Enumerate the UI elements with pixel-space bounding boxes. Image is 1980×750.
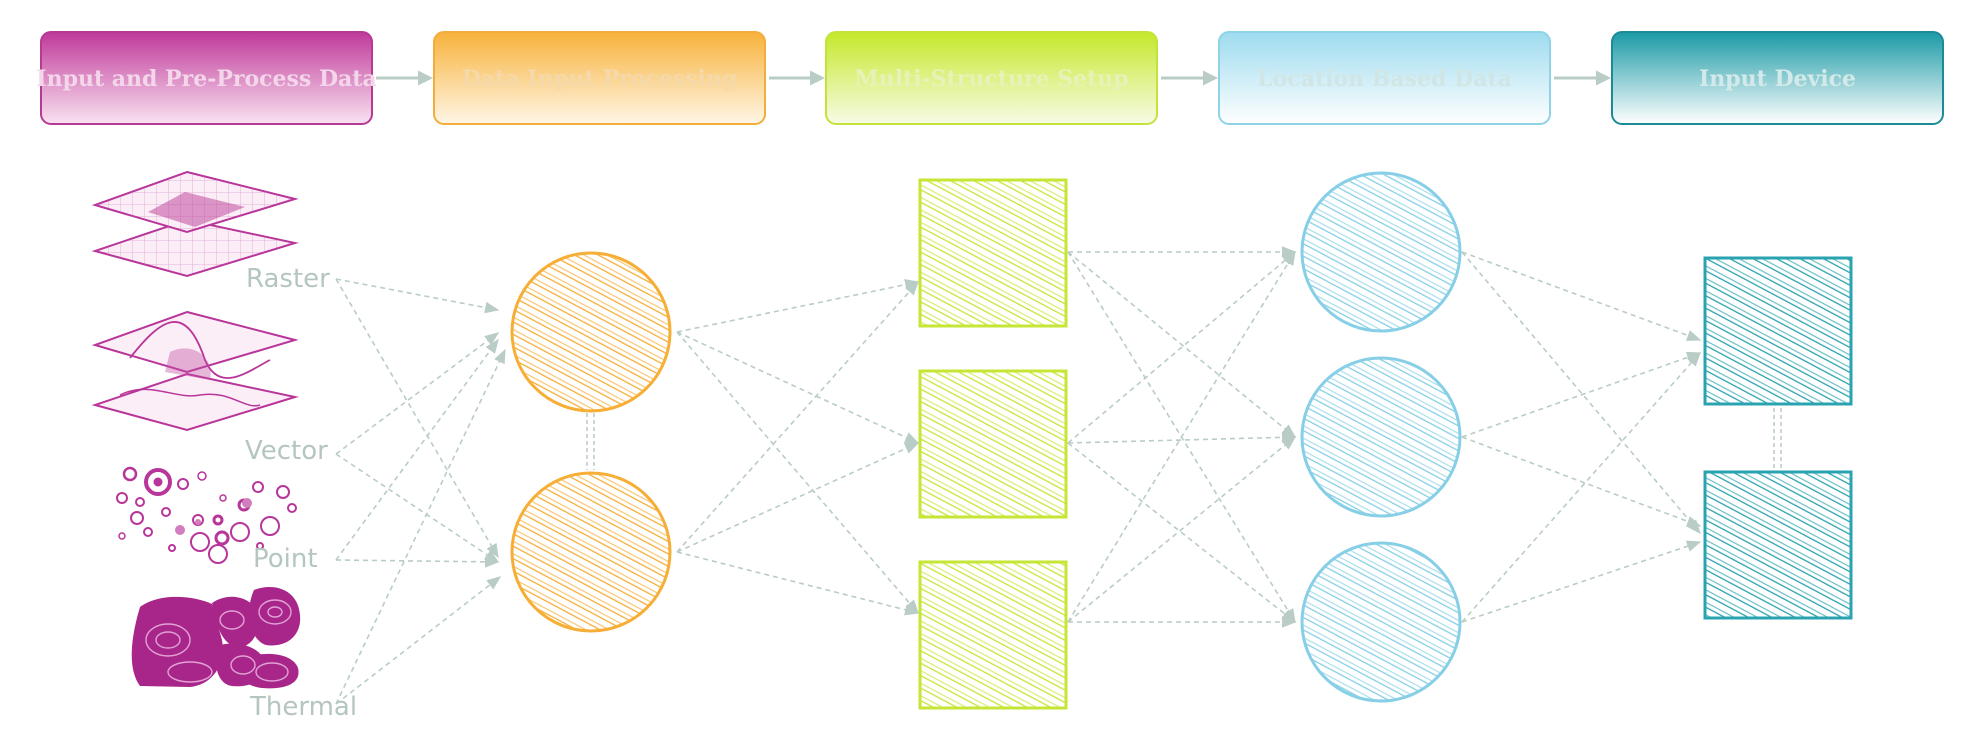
connector-arrow [676, 551, 920, 616]
input-device-node [1703, 470, 1853, 620]
location-node [1300, 541, 1462, 703]
connector-arrow [335, 332, 500, 455]
connector-arrow [1461, 436, 1702, 527]
connector-arrow [1461, 351, 1702, 438]
data-type-label-point: Point [253, 544, 318, 574]
stage-title: Input Device [1699, 66, 1856, 92]
stage-header-5: Input Device [1611, 31, 1944, 125]
connector-arrow [1067, 250, 1296, 623]
processing-node [510, 251, 672, 413]
stage-header-2: Data Input Processing [433, 31, 766, 125]
connector-arrow [676, 280, 919, 553]
stage-header-row: Input and Pre-Process Data Data Input Pro… [36, 31, 1944, 125]
connector-arrow [1461, 251, 1701, 535]
connector-arrow [1067, 436, 1297, 623]
data-type-label-raster: Raster [246, 264, 330, 294]
point-cloud-icon [116, 466, 297, 564]
input-device-node [1703, 256, 1853, 406]
stage-title: Location Based Data [1257, 66, 1512, 92]
processing-node [510, 471, 672, 633]
connector-arrow [676, 278, 920, 333]
stage-header-1: Input and Pre-Process Data [36, 31, 377, 125]
connector-arrow [1461, 540, 1702, 623]
location-node [1300, 171, 1462, 333]
location-node [1300, 356, 1462, 518]
thermal-map-icon [131, 587, 301, 689]
connector-arrow [335, 453, 500, 563]
connector-arrow [1461, 251, 1702, 341]
data-type-label-vector: Vector [245, 436, 328, 466]
stage-header-4: Location Based Data [1218, 31, 1551, 125]
connector-arrow [1067, 442, 1297, 623]
connector-arrow [676, 331, 920, 444]
stage-title: Multi-Structure Setup [854, 66, 1128, 92]
structure-node [918, 560, 1068, 710]
connector-arrow [676, 442, 920, 553]
connector-arrow [1067, 251, 1297, 444]
parallel-links [586, 408, 1782, 472]
stage-header-3: Multi-Structure Setup [825, 31, 1158, 125]
connector-lines [335, 246, 1702, 705]
connector-arrow [335, 278, 500, 314]
connector-arrow [1461, 351, 1701, 623]
data-type-label-thermal: Thermal [249, 692, 357, 722]
stage-title: Data Input Processing [462, 66, 738, 92]
connector-arrow [335, 556, 500, 568]
connector-arrow [335, 348, 506, 705]
structure-node [918, 369, 1068, 519]
connector-arrow [335, 576, 502, 705]
connector-arrow [1067, 431, 1297, 444]
raster-layers-icon [91, 170, 299, 278]
vector-layers-icon [91, 310, 299, 432]
connector-arrow [335, 278, 499, 559]
stage-title: Input and Pre-Process Data [36, 66, 376, 92]
connector-arrow [335, 338, 499, 561]
connector-arrow [676, 331, 919, 615]
structure-node [918, 178, 1068, 328]
connector-arrow [1067, 251, 1297, 438]
